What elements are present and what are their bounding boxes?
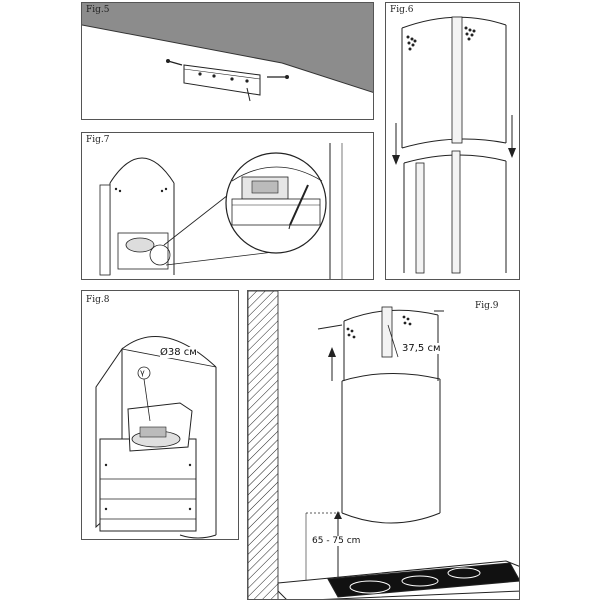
mounting-bracket: [183, 64, 261, 96]
screw-left: [167, 60, 183, 66]
fig8-label: Fig.8: [86, 295, 110, 305]
screwdriver: [289, 184, 309, 226]
fig6-panel: Fig.6: [385, 2, 520, 280]
front-frame: [99, 438, 197, 532]
cooktop: [327, 562, 519, 598]
fig9-label: Fig.9: [475, 301, 499, 311]
fig8-callout-label: γ: [140, 368, 145, 377]
fig5-drawing: [82, 3, 373, 102]
fig9-drawing: [248, 291, 519, 599]
upper-rear-plate: [451, 16, 463, 144]
vent-holes-right: [464, 26, 476, 41]
fig8-diameter-label: Ø38 cм: [160, 347, 197, 358]
vent-holes-left: [406, 35, 417, 51]
fig7-panel: Fig.7: [81, 132, 374, 280]
fig5-panel: Fig.5: [81, 2, 374, 120]
fig9-height-label: 65 - 75 cm: [312, 536, 361, 546]
screw-left: [317, 324, 343, 330]
detail-marker: [149, 244, 171, 266]
lower-rear-plate: [415, 162, 425, 274]
fig9-panel: Fig.9 37,5 cм 65 - 75 cm: [247, 290, 520, 600]
fig8-drawing: [95, 336, 217, 539]
fig9-diameter-label: 37,5 cм: [402, 343, 441, 354]
fig7-label: Fig.7: [86, 135, 110, 145]
fig6-drawing: [392, 16, 516, 274]
wall-hatching: [248, 291, 279, 599]
fig8-panel: Fig.8 Ø38 cм γ: [81, 290, 239, 540]
fig5-label: Fig.5: [86, 5, 110, 15]
fig7-drawing: [99, 143, 343, 279]
diameter-line: [121, 348, 217, 368]
fig6-label: Fig.6: [390, 5, 414, 15]
ceiling-shade: [82, 3, 373, 93]
